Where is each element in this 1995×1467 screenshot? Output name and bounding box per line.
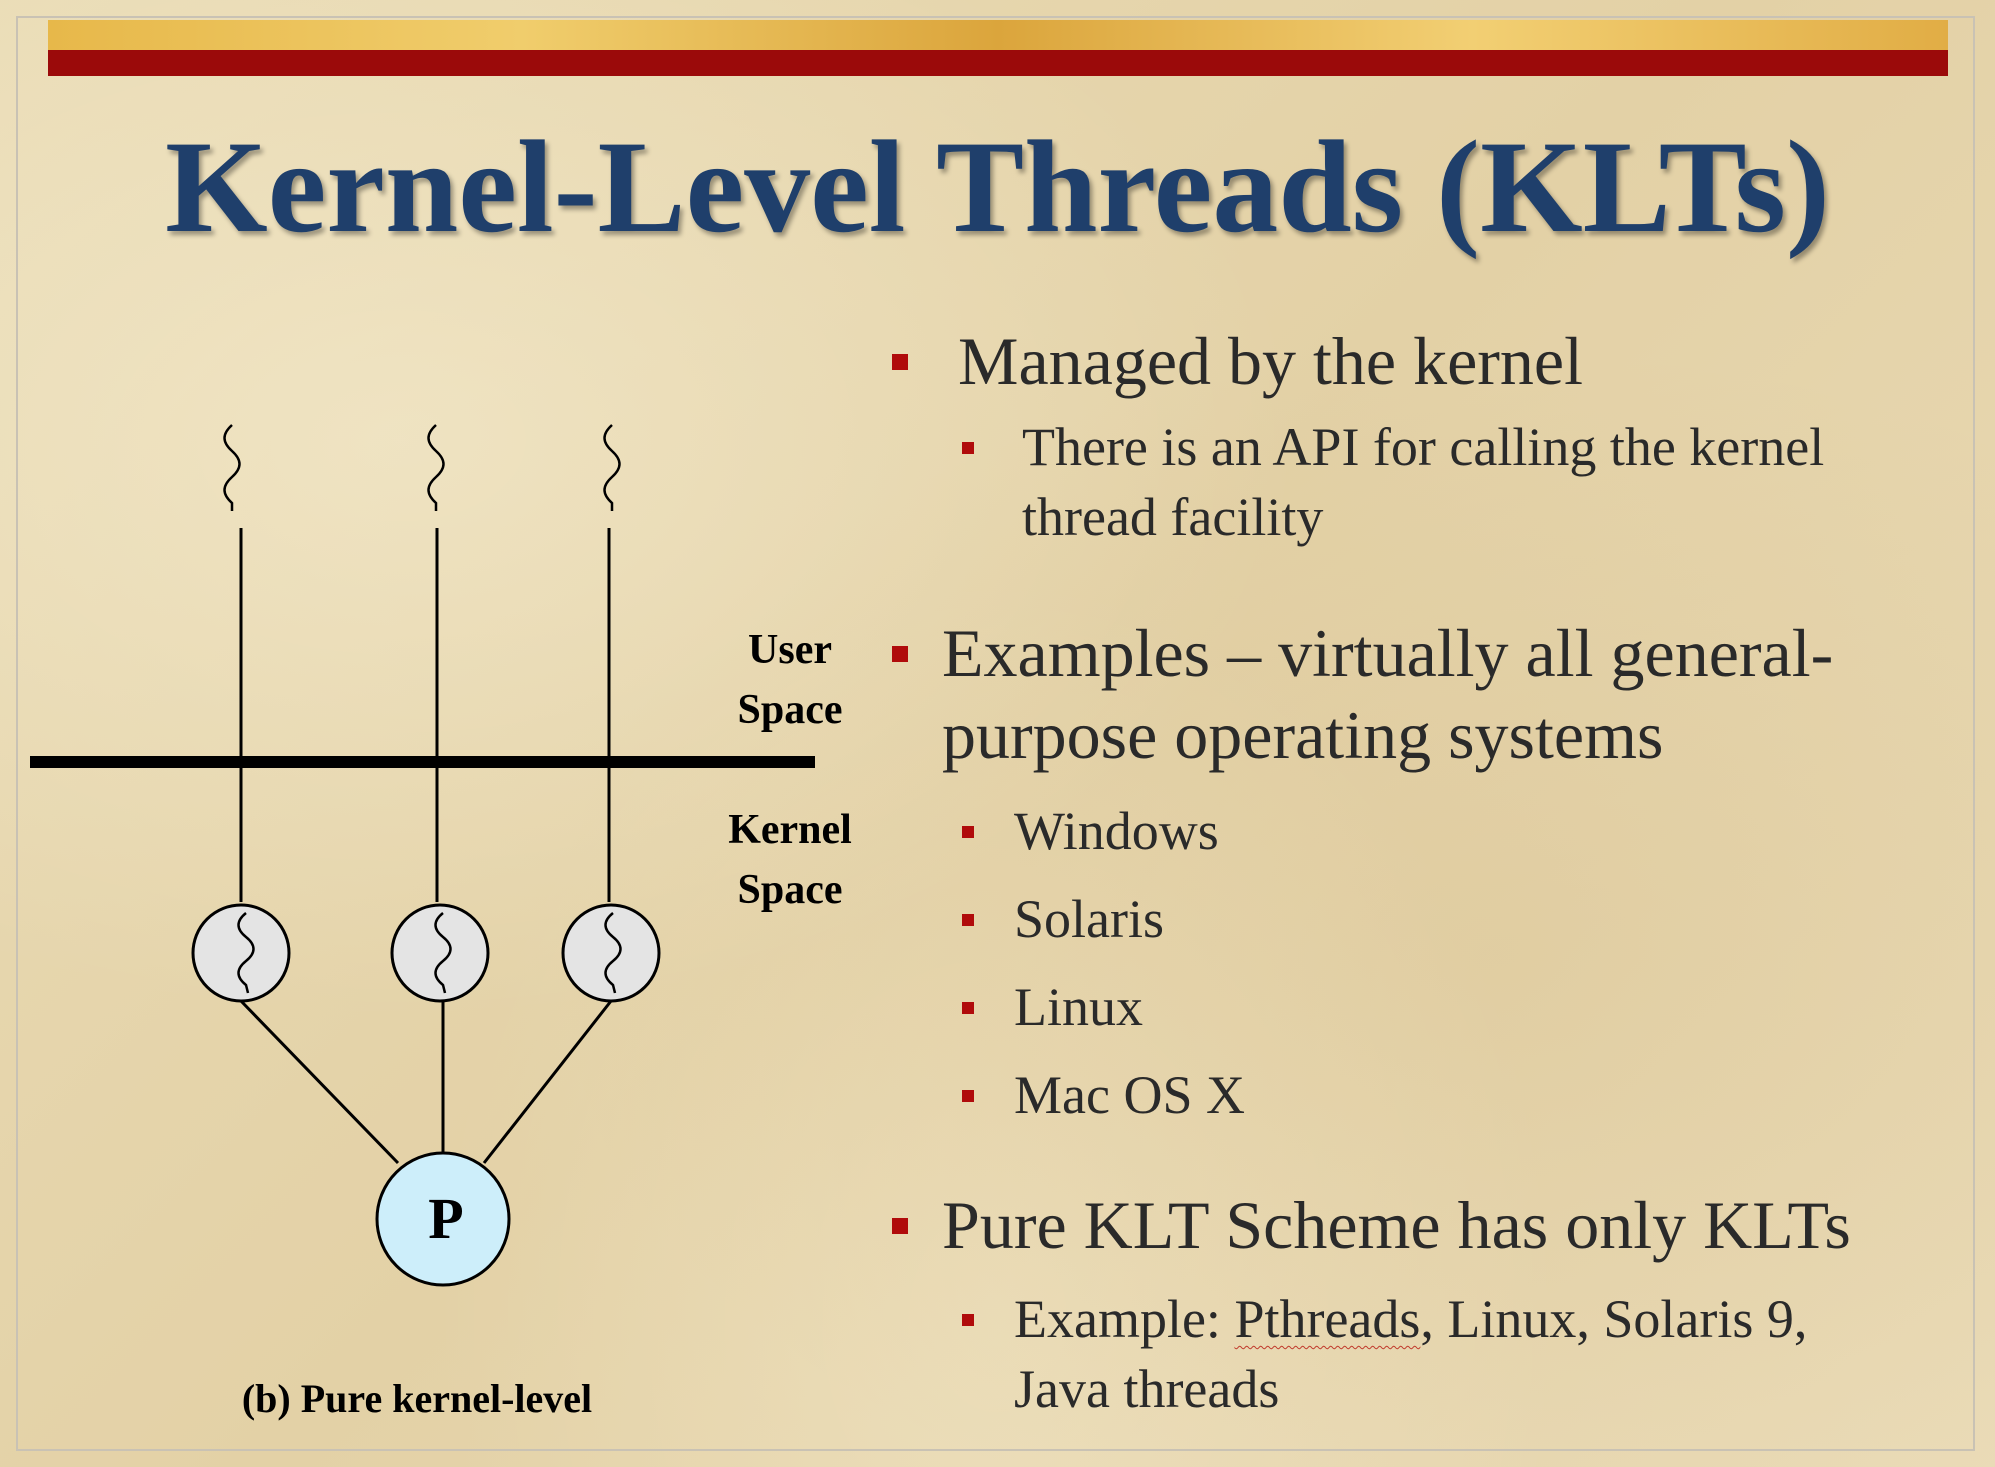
sub-bullet-macosx-text: Mac OS X xyxy=(1014,1065,1245,1125)
bullet-managed: Managed by the kernel xyxy=(892,320,1978,402)
bullet-square-icon xyxy=(892,1218,908,1234)
sub-bullet-linux-text: Linux xyxy=(1014,977,1143,1037)
bullet-managed-text: Managed by the kernel xyxy=(958,323,1583,399)
kernel-thread-3 xyxy=(561,903,661,1003)
kernel-space-label: Kernel Space xyxy=(700,800,880,920)
diagram-caption: (b) Pure kernel-level xyxy=(242,1376,592,1421)
klt-diagram: P (b) Pure kernel-level xyxy=(30,424,815,1421)
bullet-examples-line2: purpose operating systems xyxy=(942,697,1664,773)
kernel-space-label-line2: Space xyxy=(737,867,843,913)
sub-bullet-api-line2: thread facility xyxy=(1022,487,1324,547)
kernel-space-label-line1: Kernel xyxy=(728,807,852,853)
user-space-label-line1: User xyxy=(748,627,832,673)
sub-bullet-example-line1: Example: Pthreads, Linux, Solaris 9, xyxy=(1014,1284,1984,1354)
sub-bullet-example: Example: Pthreads, Linux, Solaris 9, Jav… xyxy=(962,1284,1984,1424)
sub-bullet-linux: Linux xyxy=(962,972,1143,1042)
sub-bullet-square-icon xyxy=(962,1090,974,1102)
sub-bullet-api: There is an API for calling the kernel t… xyxy=(962,412,1982,552)
kernel-thread-3-squiggle-icon xyxy=(604,912,622,994)
sub-bullet-api-line1: There is an API for calling the kernel xyxy=(1022,417,1825,477)
pthreads-word: Pthreads xyxy=(1234,1289,1421,1349)
bullet-square-icon xyxy=(892,354,908,370)
user-thread-squiggle-1 xyxy=(223,424,241,511)
kernel-thread-2-squiggle-icon xyxy=(434,912,452,994)
red-header-band xyxy=(48,50,1948,76)
sub-bullet-macosx: Mac OS X xyxy=(962,1060,1245,1130)
user-thread-squiggle-3 xyxy=(603,424,621,511)
bullet-pure-klt: Pure KLT Scheme has only KLTs xyxy=(892,1184,1982,1266)
sub-bullet-square-icon xyxy=(962,826,974,838)
kernel-thread-2 xyxy=(390,903,490,1003)
bullet-pure-klt-text: Pure KLT Scheme has only KLTs xyxy=(942,1187,1851,1263)
connector-1 xyxy=(239,999,400,1165)
sub-bullet-example-line2: Java threads xyxy=(1014,1359,1280,1419)
bullet-examples: Examples – virtually all general- purpos… xyxy=(892,612,1982,776)
sub-bullet-windows-text: Windows xyxy=(1014,801,1219,861)
user-space-label: User Space xyxy=(700,620,880,740)
connector-3 xyxy=(482,1000,613,1164)
sub-bullet-square-icon xyxy=(962,1314,974,1326)
bullet-examples-line1: Examples – virtually all general- xyxy=(942,615,1834,691)
slide-title: Kernel-Level Threads (KLTs) xyxy=(165,113,1830,260)
sub-bullet-windows: Windows xyxy=(962,796,1219,866)
sub-bullet-example-rest: , Linux, Solaris 9, xyxy=(1420,1289,1808,1349)
sub-bullet-example-prefix: Example: xyxy=(1014,1289,1235,1349)
sub-bullet-square-icon xyxy=(962,1002,974,1014)
process-circle xyxy=(375,1151,511,1287)
bullet-square-icon xyxy=(892,646,908,662)
kernel-thread-1-squiggle-icon xyxy=(237,912,255,994)
process-label: P xyxy=(428,1186,463,1251)
slide-frame xyxy=(16,16,1975,1451)
sub-bullet-square-icon xyxy=(962,914,974,926)
user-space-label-line2: Space xyxy=(737,687,843,733)
gold-header-band xyxy=(48,20,1948,52)
sub-bullet-solaris-text: Solaris xyxy=(1014,889,1165,949)
sub-bullet-solaris: Solaris xyxy=(962,884,1165,954)
sub-bullet-square-icon xyxy=(962,442,974,454)
user-thread-squiggle-2 xyxy=(427,424,445,511)
